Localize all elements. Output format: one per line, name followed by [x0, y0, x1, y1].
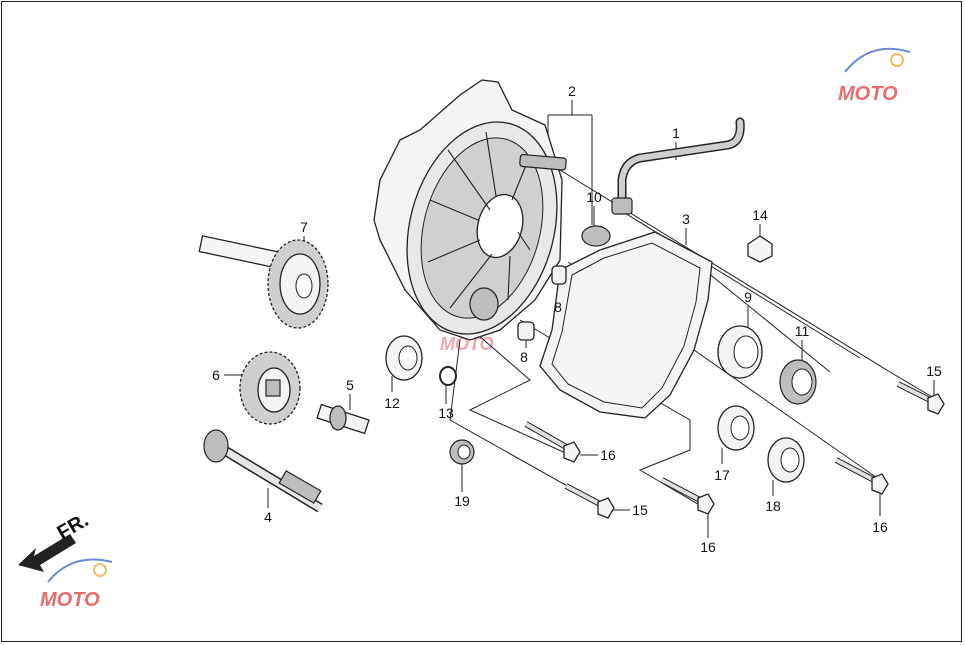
flange-bolt [660, 477, 715, 515]
flange-bolt [524, 421, 581, 463]
hose-clamp [611, 197, 633, 215]
callout-7: 7 [300, 219, 308, 235]
watermark-center: MOTO [440, 334, 494, 354]
countershaft-gear [198, 235, 329, 329]
dowel-pin [551, 265, 567, 285]
dowel-pin [517, 321, 535, 341]
washer [439, 366, 457, 386]
bearing [767, 437, 805, 483]
watermark-text: MOTO [40, 589, 100, 611]
oil-seal [779, 359, 817, 405]
pinion-gear [316, 403, 370, 435]
bearing [449, 439, 475, 465]
driven-gear [239, 351, 301, 425]
callout-9: 9 [744, 289, 752, 305]
flange-bolt [834, 457, 889, 495]
callout-labels: 1 2 3 4 5 6 7 8 8 9 10 11 12 13 14 15 15… [212, 83, 942, 555]
bearing [717, 325, 763, 379]
cover-gasket [539, 231, 713, 419]
callout-5: 5 [346, 377, 354, 393]
front-direction-label: FR. [54, 509, 93, 544]
breather-hose [617, 117, 745, 210]
callout-13: 13 [438, 405, 454, 421]
callout-8: 8 [554, 299, 562, 315]
watermark-top-right: MOTO [838, 47, 911, 105]
callout-16: 16 [600, 447, 616, 463]
callout-19: 19 [454, 493, 470, 509]
callout-12: 12 [384, 395, 400, 411]
bearing [717, 405, 755, 451]
bearing [385, 335, 423, 381]
watermark-bottom-left: MOTO [40, 558, 113, 611]
drive-shaft [203, 429, 323, 513]
front-direction-arrow: FR. [18, 509, 92, 572]
callout-11: 11 [795, 323, 810, 339]
callout-10: 10 [586, 189, 602, 205]
crankcase-cover [373, 79, 567, 341]
flange-bolt [896, 381, 945, 415]
callout-15: 15 [926, 363, 942, 379]
callout-18: 18 [765, 498, 781, 514]
flange-nut [747, 235, 773, 263]
watermark-text: MOTO [440, 334, 494, 354]
callout-3: 3 [682, 211, 690, 227]
callout-17: 17 [714, 467, 730, 483]
watermark-text: MOTO [838, 83, 898, 105]
callout-6: 6 [212, 367, 220, 383]
callout-8: 8 [520, 349, 528, 365]
callout-16: 16 [872, 519, 888, 535]
callout-16: 16 [700, 539, 716, 555]
callout-4: 4 [264, 509, 272, 525]
callout-1: 1 [672, 125, 680, 141]
callout-2: 2 [568, 83, 576, 99]
flange-bolt [564, 483, 615, 519]
oil-seal [581, 225, 611, 247]
callout-15: 15 [632, 502, 648, 518]
callout-14: 14 [752, 207, 768, 223]
